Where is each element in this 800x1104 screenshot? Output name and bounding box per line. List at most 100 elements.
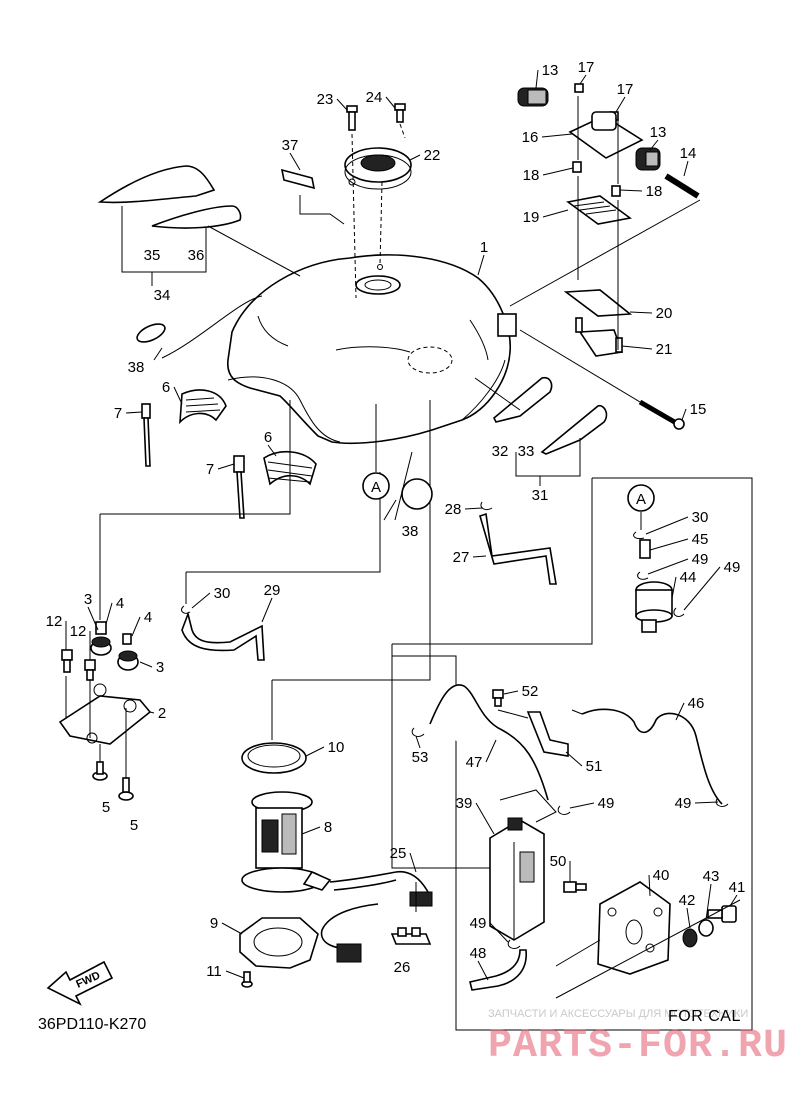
grommet-42[interactable] [682, 928, 698, 948]
cap-bolt-24[interactable] [394, 103, 406, 123]
emblem-38-lower[interactable] [401, 478, 433, 510]
leader-line-9 [221, 922, 243, 935]
collar-4-left[interactable] [95, 621, 107, 635]
bolt-5-left[interactable] [92, 761, 108, 781]
leader-line-45 [649, 538, 689, 551]
callout-30: 30 [692, 509, 709, 526]
bolt-52[interactable] [492, 689, 504, 707]
ref-a-label-right: A [636, 491, 646, 508]
side-cover-35[interactable] [97, 165, 216, 204]
callout-9: 9 [210, 915, 218, 932]
bolt-12-left[interactable] [61, 649, 73, 673]
damper-13-right[interactable] [635, 147, 661, 171]
clip-28[interactable] [480, 501, 493, 511]
hose-45[interactable] [639, 539, 651, 559]
callout-39: 39 [456, 795, 473, 812]
bracket-16[interactable] [568, 111, 644, 159]
callout-23: 23 [317, 91, 334, 108]
callout-22: 22 [424, 147, 441, 164]
clip-49-c[interactable] [715, 797, 729, 807]
fuel-cap-assembly[interactable] [344, 147, 412, 190]
side-cover-32[interactable] [493, 376, 553, 423]
callout-18: 18 [523, 167, 540, 184]
callout-4: 4 [116, 595, 124, 612]
leader-line-8 [301, 826, 321, 835]
callout-40: 40 [653, 867, 670, 884]
leader-line-40 [648, 874, 651, 897]
bracket-40[interactable] [597, 881, 671, 975]
pin-14[interactable] [664, 173, 700, 199]
collar-4-right[interactable] [122, 633, 132, 645]
bolt-11[interactable] [241, 971, 253, 988]
damper-6-upper[interactable] [179, 389, 227, 425]
emblem-38[interactable] [134, 320, 167, 345]
clip-53[interactable] [411, 727, 425, 737]
bolt-50[interactable] [563, 881, 587, 893]
callout-52: 52 [522, 683, 539, 700]
hose-29[interactable] [181, 611, 265, 661]
leader-line-49 [683, 566, 721, 611]
bracket-2[interactable] [58, 683, 152, 745]
leader-line-47 [485, 739, 497, 763]
pump-plate-9[interactable] [239, 917, 319, 969]
cap-bolt-23[interactable] [346, 105, 358, 131]
callout-26: 26 [394, 959, 411, 976]
leader-line-13 [535, 69, 539, 89]
bolt-41[interactable] [707, 905, 737, 923]
callout-11: 11 [206, 963, 222, 980]
leader-line-49 [694, 801, 719, 804]
collar-43[interactable] [698, 919, 714, 937]
clip-49-b[interactable] [673, 607, 685, 617]
bolt-12-right[interactable] [84, 659, 96, 681]
clip-26[interactable] [390, 927, 432, 945]
callout-31: 31 [532, 487, 549, 504]
side-cover-36[interactable] [151, 205, 242, 229]
clip-49-a[interactable] [637, 571, 649, 580]
callout-43: 43 [703, 868, 720, 885]
side-cover-33[interactable] [540, 404, 608, 455]
leader-line-19 [542, 209, 569, 218]
hose-46[interactable] [581, 708, 723, 805]
hose-48[interactable] [469, 949, 527, 991]
callout-2: 2 [158, 705, 166, 722]
damper-37[interactable] [280, 168, 316, 190]
leader-line-53 [415, 735, 421, 749]
collar-18-left[interactable] [572, 161, 582, 173]
bracket-21[interactable] [575, 317, 624, 357]
band-7-lower[interactable] [233, 455, 245, 519]
leader-line-27 [472, 555, 487, 558]
bolt-15[interactable] [638, 399, 685, 430]
leader-line-15 [681, 408, 687, 421]
damper-19[interactable] [566, 195, 632, 225]
ref-a-label-left: A [371, 479, 381, 496]
clip-30-left[interactable] [181, 605, 191, 614]
hose-47[interactable] [429, 684, 549, 801]
band-7-upper[interactable] [141, 403, 151, 467]
fuel-filter-44[interactable] [635, 581, 673, 633]
clip-49-e[interactable] [507, 939, 521, 949]
fuel-tank[interactable] [227, 254, 517, 445]
rubber-3-left[interactable] [90, 636, 112, 656]
callout-3: 3 [84, 591, 92, 608]
gasket-10[interactable] [241, 742, 307, 774]
canister-39[interactable] [489, 817, 545, 941]
plate-20[interactable] [563, 289, 633, 317]
hose-27[interactable] [479, 512, 557, 585]
callout-25: 25 [390, 845, 407, 862]
leader-line-49 [489, 922, 509, 943]
clip-30-right[interactable] [633, 531, 645, 539]
fuel-pump-8[interactable] [241, 791, 332, 893]
collar-18-right[interactable] [611, 185, 621, 197]
callout-28: 28 [445, 501, 462, 518]
leader-line-17 [579, 74, 587, 85]
fuel-hose-25[interactable] [320, 870, 433, 963]
collar-17-left[interactable] [574, 83, 584, 93]
leader-line-13 [649, 139, 659, 151]
clip-49-d[interactable] [557, 805, 571, 815]
leader-line-6 [173, 386, 183, 405]
damper-13-upper[interactable] [517, 87, 549, 107]
bolt-5-right[interactable] [118, 777, 134, 801]
bracket-51[interactable] [526, 711, 569, 757]
rubber-3-right[interactable] [117, 650, 139, 671]
